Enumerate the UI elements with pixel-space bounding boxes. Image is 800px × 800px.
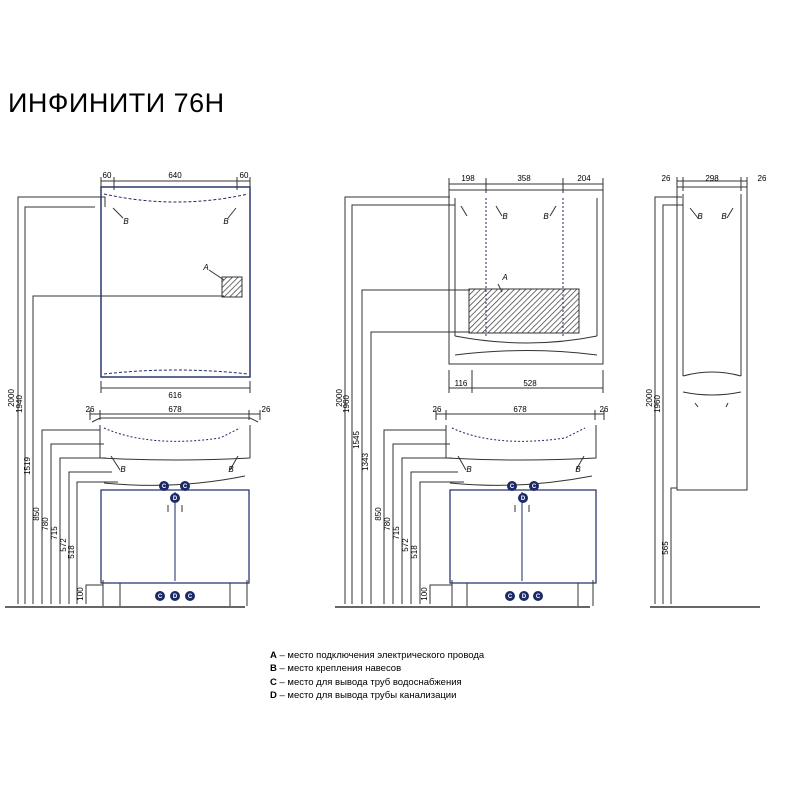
dim-label: 528 xyxy=(523,379,537,388)
marker-circle-letter: C xyxy=(188,594,193,600)
view3-side xyxy=(650,177,760,608)
marker-circle-letter: D xyxy=(521,496,526,502)
dim-label: 565 xyxy=(661,541,670,555)
dim-label: 850 xyxy=(374,507,383,521)
dim-label: 358 xyxy=(517,174,531,183)
marker-circle-letter: C xyxy=(532,484,537,490)
view2-socket-a xyxy=(468,288,580,334)
dim-label: 572 xyxy=(59,538,68,552)
view3-tall-cabinet xyxy=(676,186,748,491)
view1-front xyxy=(5,177,261,608)
view2-c-marker xyxy=(507,481,517,491)
view1-c-marker xyxy=(155,591,165,601)
marker-circle-letter: C xyxy=(510,484,515,490)
dim-label: 572 xyxy=(401,538,410,552)
dim-label: 1519 xyxy=(23,457,32,475)
dim-label: 1940 xyxy=(15,395,24,413)
view1-vanity-body xyxy=(100,489,250,584)
dim-label: 518 xyxy=(67,545,76,559)
dim-label: 198 xyxy=(461,174,475,183)
marker-b: B xyxy=(502,212,508,221)
dim-label: 1960 xyxy=(653,395,662,413)
dim-label: 60 xyxy=(103,171,112,180)
dim-label: 60 xyxy=(240,171,249,180)
marker-b: B xyxy=(697,212,703,221)
dim-label: 298 xyxy=(705,174,719,183)
legend-row-a: A – место подключения электрического про… xyxy=(270,650,485,661)
dim-label: 1545 xyxy=(352,431,361,449)
dim-label: 26 xyxy=(662,174,671,183)
dim-label: 204 xyxy=(577,174,591,183)
marker-circle-letter: D xyxy=(173,594,178,600)
marker-circle-letter: C xyxy=(162,484,167,490)
view1-c-marker xyxy=(185,591,195,601)
dim-label: 26 xyxy=(758,174,767,183)
dim-label: 100 xyxy=(76,587,85,601)
legend-row-b: B – место крепления навесов xyxy=(270,663,402,675)
dim-label: 100 xyxy=(420,587,429,601)
dim-label: 780 xyxy=(383,517,392,531)
marker-b: B xyxy=(575,465,581,474)
marker-a: A xyxy=(501,273,507,282)
dim-label: 2000 xyxy=(335,389,344,407)
marker-circle-letter: D xyxy=(173,496,178,502)
marker-b: B xyxy=(123,217,129,226)
dim-label: 2000 xyxy=(645,389,654,407)
dim-label: 26 xyxy=(600,405,609,414)
dim-label: 640 xyxy=(168,171,182,180)
marker-b: B xyxy=(223,217,229,226)
view1-d-marker xyxy=(170,493,180,503)
marker-b: B xyxy=(466,465,472,474)
view2-c-marker xyxy=(533,591,543,601)
dim-label: 1960 xyxy=(342,395,351,413)
legend-row-d: D – место для вывода трубы канализации xyxy=(270,689,457,701)
marker-circle-letter: C xyxy=(536,594,541,600)
dim-label: 616 xyxy=(168,391,182,400)
view2-vanity-body xyxy=(449,489,597,584)
view1-d-marker xyxy=(170,591,180,601)
view1-mirror xyxy=(100,186,251,378)
dim-label: 26 xyxy=(433,405,442,414)
dim-label: 678 xyxy=(513,405,527,414)
marker-circle-letter: D xyxy=(522,594,527,600)
view1-c-marker xyxy=(159,481,169,491)
connection-markers xyxy=(155,481,543,601)
dim-label: 678 xyxy=(168,405,182,414)
dim-label: 26 xyxy=(86,405,95,414)
dim-label: 518 xyxy=(410,545,419,559)
marker-b: B xyxy=(721,212,727,221)
view1-socket-a xyxy=(221,276,243,298)
marker-b: B xyxy=(543,212,549,221)
dim-label: 116 xyxy=(455,379,468,388)
marker-b: B xyxy=(228,465,234,474)
legend: A – место подключения электрического про… xyxy=(270,649,484,702)
view1-c-marker xyxy=(180,481,190,491)
view2-c-marker xyxy=(529,481,539,491)
marker-circle-letter: C xyxy=(508,594,513,600)
view2-mirror-cabinet xyxy=(448,189,604,365)
dim-label: 850 xyxy=(32,507,41,521)
product-title: ИНФИНИТИ 76Н xyxy=(8,88,225,118)
dim-label: 715 xyxy=(50,526,59,540)
dim-label: 2000 xyxy=(7,389,16,407)
dim-label: 780 xyxy=(41,517,50,531)
view2-d-marker xyxy=(518,493,528,503)
view2-front xyxy=(335,178,605,608)
marker-circle-letter: C xyxy=(183,484,188,490)
view2-d-marker xyxy=(519,591,529,601)
view2-c-marker xyxy=(505,591,515,601)
legend-row-c: C – место для вывода труб водоснабжения xyxy=(270,676,462,688)
dim-label: 26 xyxy=(262,405,271,414)
dim-label: 715 xyxy=(392,526,401,540)
dim-label: 1343 xyxy=(361,453,370,471)
marker-circle-letter: C xyxy=(158,594,163,600)
marker-a: A xyxy=(202,263,208,272)
marker-b: B xyxy=(120,465,126,474)
